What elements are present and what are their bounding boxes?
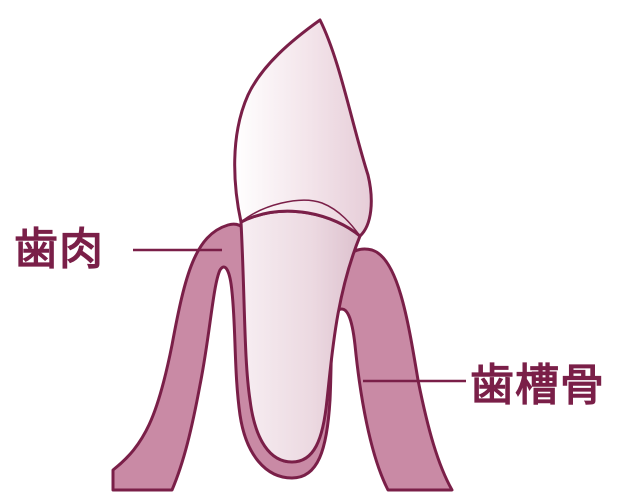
alveolar-bone-label: 歯槽骨 xyxy=(470,364,605,408)
gum-label: 歯肉 xyxy=(14,228,104,272)
tooth-crown xyxy=(235,20,372,236)
tooth-root xyxy=(241,211,360,462)
